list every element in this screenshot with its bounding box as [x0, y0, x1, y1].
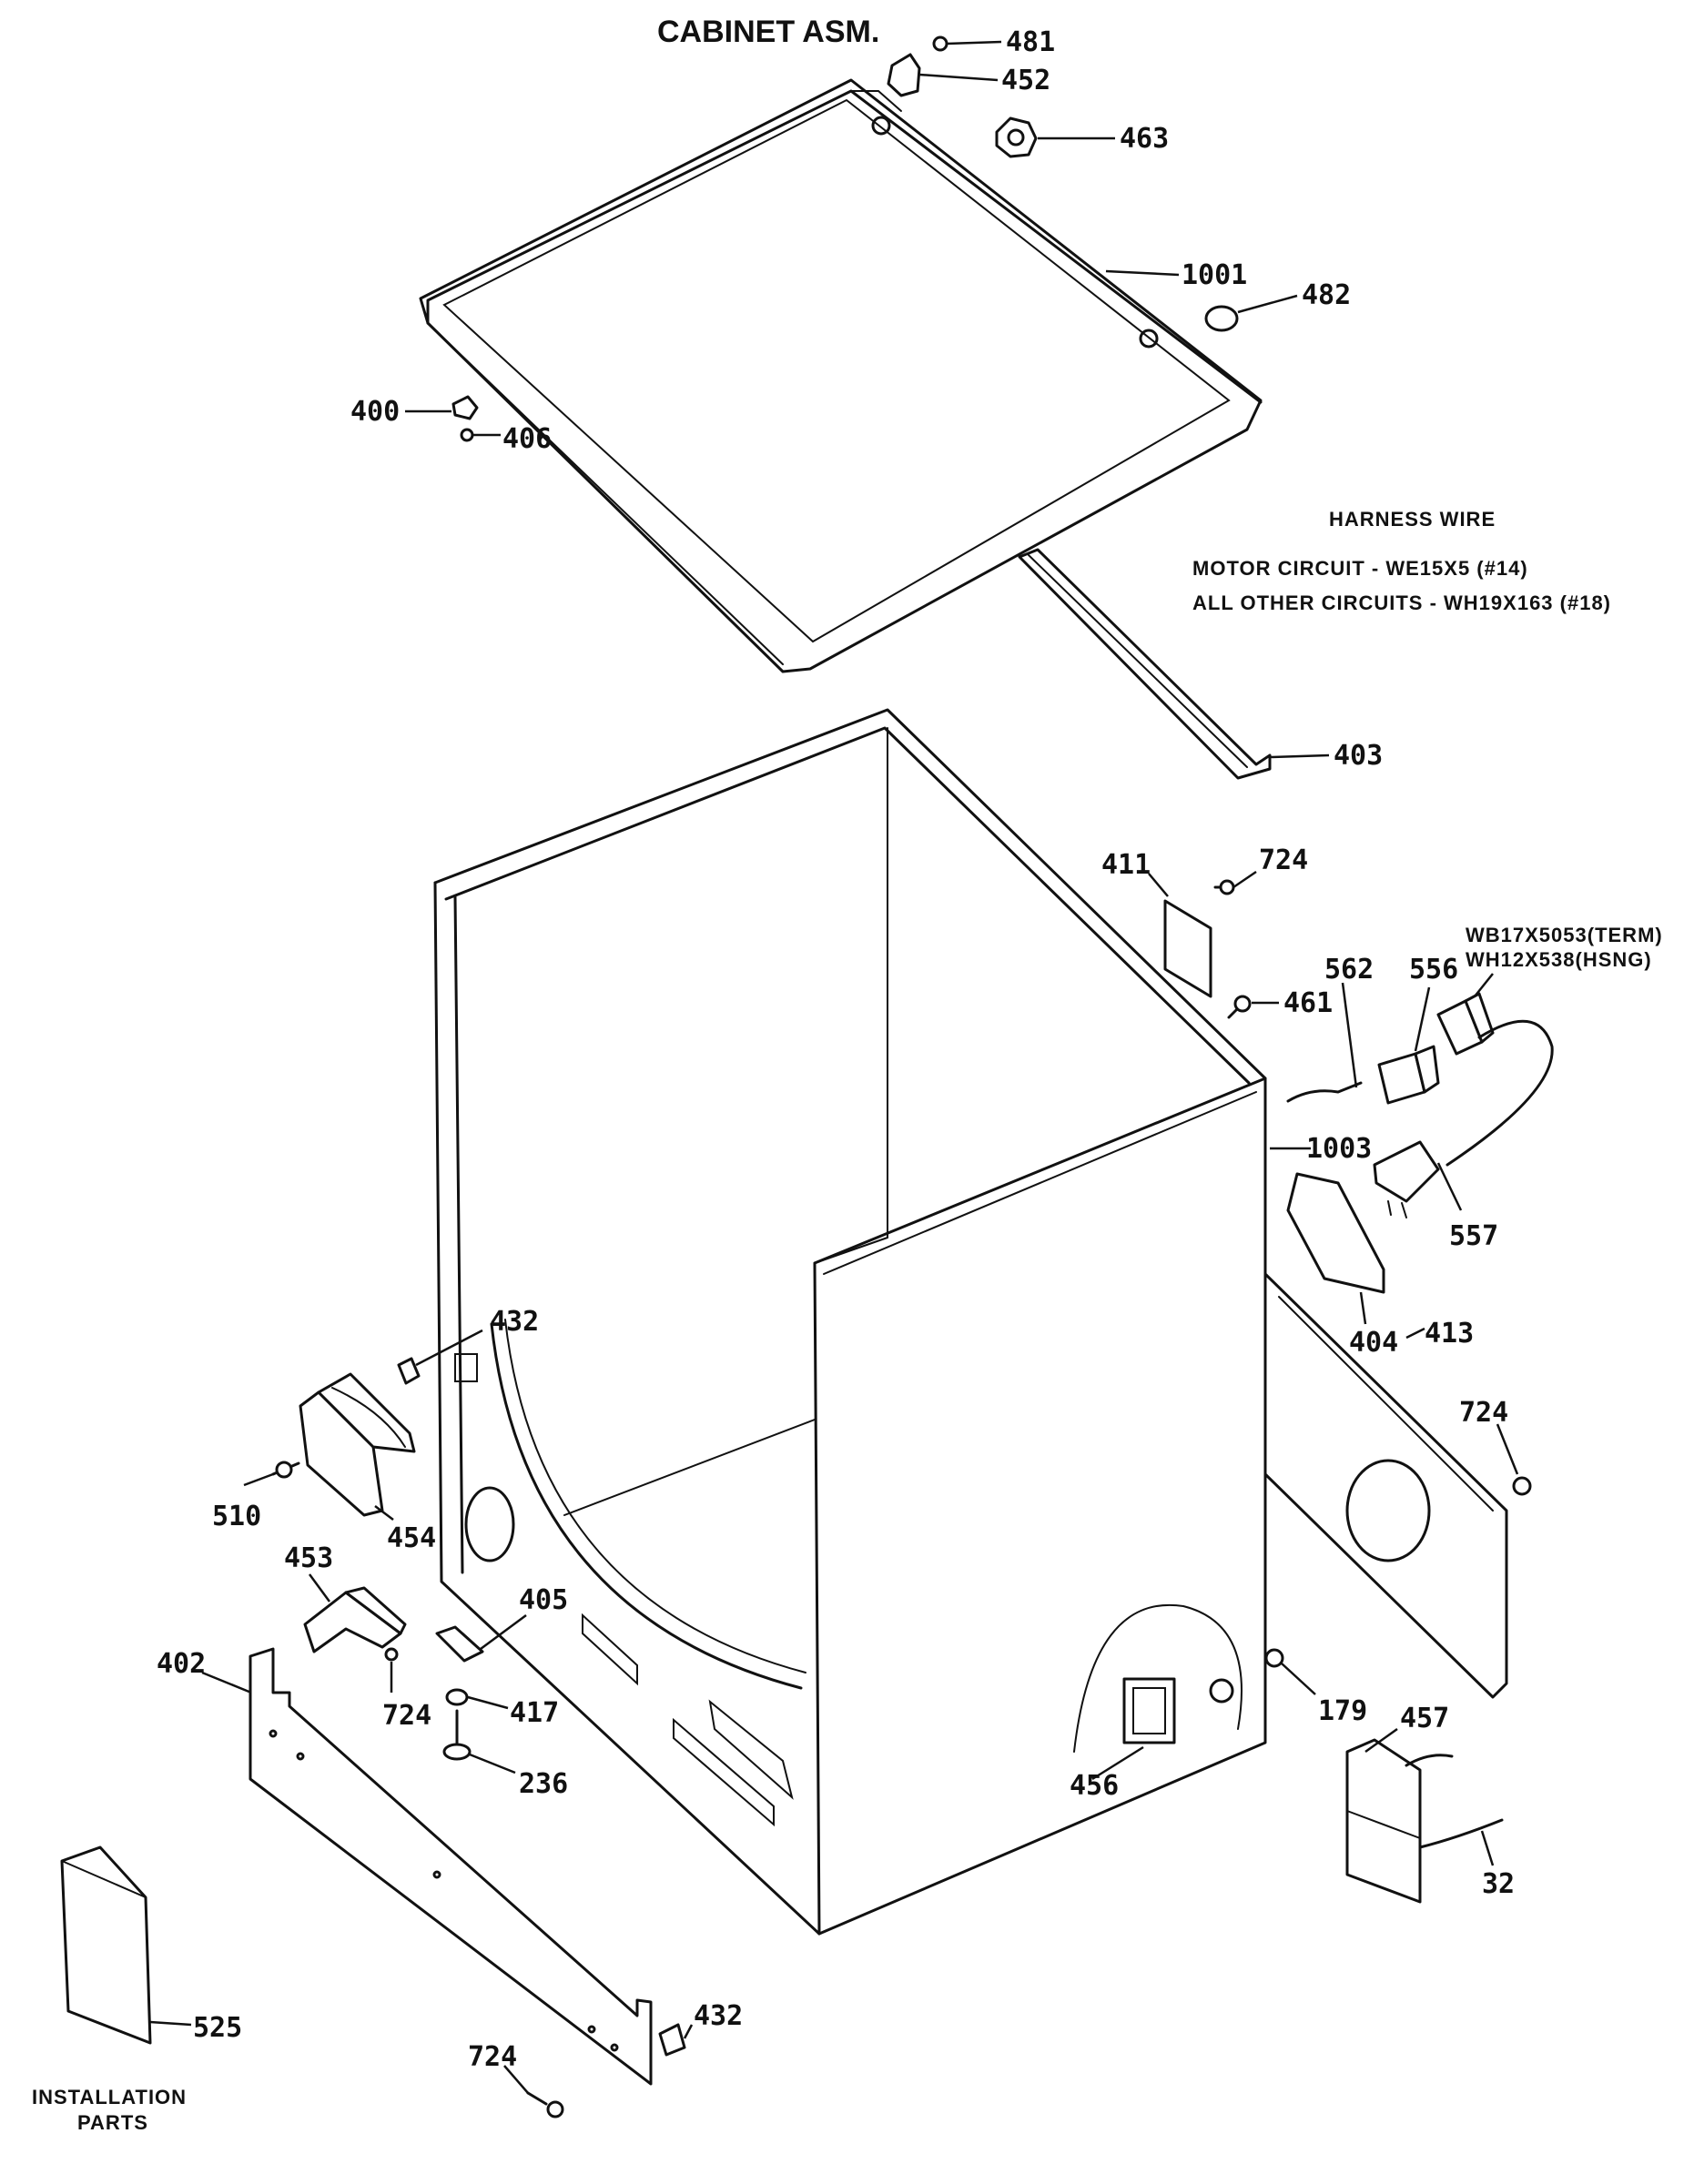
clip-432b: [658, 2023, 686, 2057]
callout-1003: 1003: [1306, 1133, 1372, 1165]
callout-402: 402: [157, 1648, 206, 1680]
callout-405: 405: [519, 1584, 568, 1616]
terminal-block-556: [1377, 1045, 1440, 1105]
callout-417: 417: [510, 1697, 559, 1729]
bracket-405: [435, 1625, 484, 1663]
callout-525: 525: [193, 2012, 242, 2044]
harness-wire-heading: HARNESS WIRE: [1329, 508, 1496, 531]
plate-411: [1163, 899, 1212, 998]
screw-724c: [384, 1647, 399, 1662]
hsng-part-label: WH12X538(HSNG): [1466, 948, 1652, 971]
installation-label-line2: PARTS: [77, 2111, 148, 2134]
callout-32: 32: [1482, 1868, 1515, 1900]
callout-724-left: 724: [382, 1700, 431, 1732]
callout-724-lower: 724: [468, 2041, 517, 2073]
bracket-454: [299, 1372, 416, 1517]
callout-461: 461: [1283, 987, 1333, 1019]
screw-724a: [1213, 879, 1235, 895]
bracket-1003: [1286, 1172, 1385, 1294]
terminal-block-457: [1345, 1738, 1504, 1904]
callout-454: 454: [387, 1522, 436, 1554]
diagram-title: CABINET ASM.: [657, 15, 879, 49]
callout-400: 400: [350, 396, 400, 428]
term-part-label: WB17X5053(TERM): [1466, 924, 1663, 946]
other-circuits-note: ALL OTHER CIRCUITS - WH19X163 (#18): [1192, 592, 1611, 614]
callout-453: 453: [284, 1542, 333, 1574]
callout-482: 482: [1302, 279, 1351, 311]
clip-432a: [397, 1357, 421, 1385]
screw-724b: [1512, 1476, 1532, 1496]
housing-and-cord: [1373, 992, 1554, 1218]
screw-461: [1227, 995, 1252, 1019]
callout-481: 481: [1006, 26, 1055, 58]
leveling-leg-236: [442, 1709, 472, 1761]
callout-403: 403: [1334, 740, 1383, 772]
callout-432-lower: 432: [694, 2000, 743, 2032]
callout-457: 457: [1400, 1703, 1449, 1734]
callout-463: 463: [1120, 123, 1169, 155]
clip-400: [451, 395, 479, 442]
callout-724-upper: 724: [1259, 844, 1308, 876]
knob-463: [995, 116, 1038, 158]
callout-432-upper: 432: [490, 1306, 539, 1338]
toe-panel-402: [249, 1647, 653, 2086]
cabinet-body: [433, 708, 1267, 1936]
callout-556: 556: [1409, 954, 1458, 986]
callout-179: 179: [1318, 1695, 1367, 1727]
harness-wire-notes: HARNESS WIRE MOTOR CIRCUIT - WE15X5 (#14…: [1192, 508, 1611, 614]
nut-417: [445, 1688, 469, 1706]
callout-411: 411: [1101, 849, 1151, 881]
callout-510: 510: [212, 1501, 261, 1532]
installation-label-line1: INSTALLATION: [32, 2086, 187, 2108]
callout-1001: 1001: [1182, 259, 1247, 291]
screw-724d: [526, 2091, 564, 2118]
callout-562: 562: [1324, 954, 1374, 986]
callouts: 481 452 463 1001 482 400 406 403 411 724…: [157, 26, 1663, 2073]
callout-413: 413: [1425, 1318, 1474, 1350]
screw-510: [271, 1461, 300, 1479]
leg-bracket-453: [303, 1586, 407, 1653]
callout-452: 452: [1001, 65, 1050, 96]
callout-404: 404: [1349, 1327, 1398, 1359]
installation-parts-label: INSTALLATION PARTS: [32, 2086, 187, 2134]
callout-724-right: 724: [1459, 1397, 1508, 1429]
callout-456: 456: [1070, 1770, 1119, 1802]
callout-236: 236: [519, 1768, 568, 1800]
grommet-179: [1264, 1648, 1284, 1668]
callout-406: 406: [502, 423, 552, 455]
callout-557: 557: [1449, 1220, 1498, 1252]
back-panel-413: [1263, 1272, 1508, 1699]
installation-parts-bag-525: [60, 1845, 152, 2045]
motor-circuit-note: MOTOR CIRCUIT - WE15X5 (#14): [1192, 557, 1528, 580]
hinge-clip: [887, 35, 948, 97]
leader-lines: [149, 40, 1519, 2094]
terminal-562: [1286, 1081, 1363, 1103]
plug-482: [1204, 305, 1239, 332]
harness-channel-403: [1018, 548, 1272, 780]
top-cover: [419, 78, 1263, 673]
